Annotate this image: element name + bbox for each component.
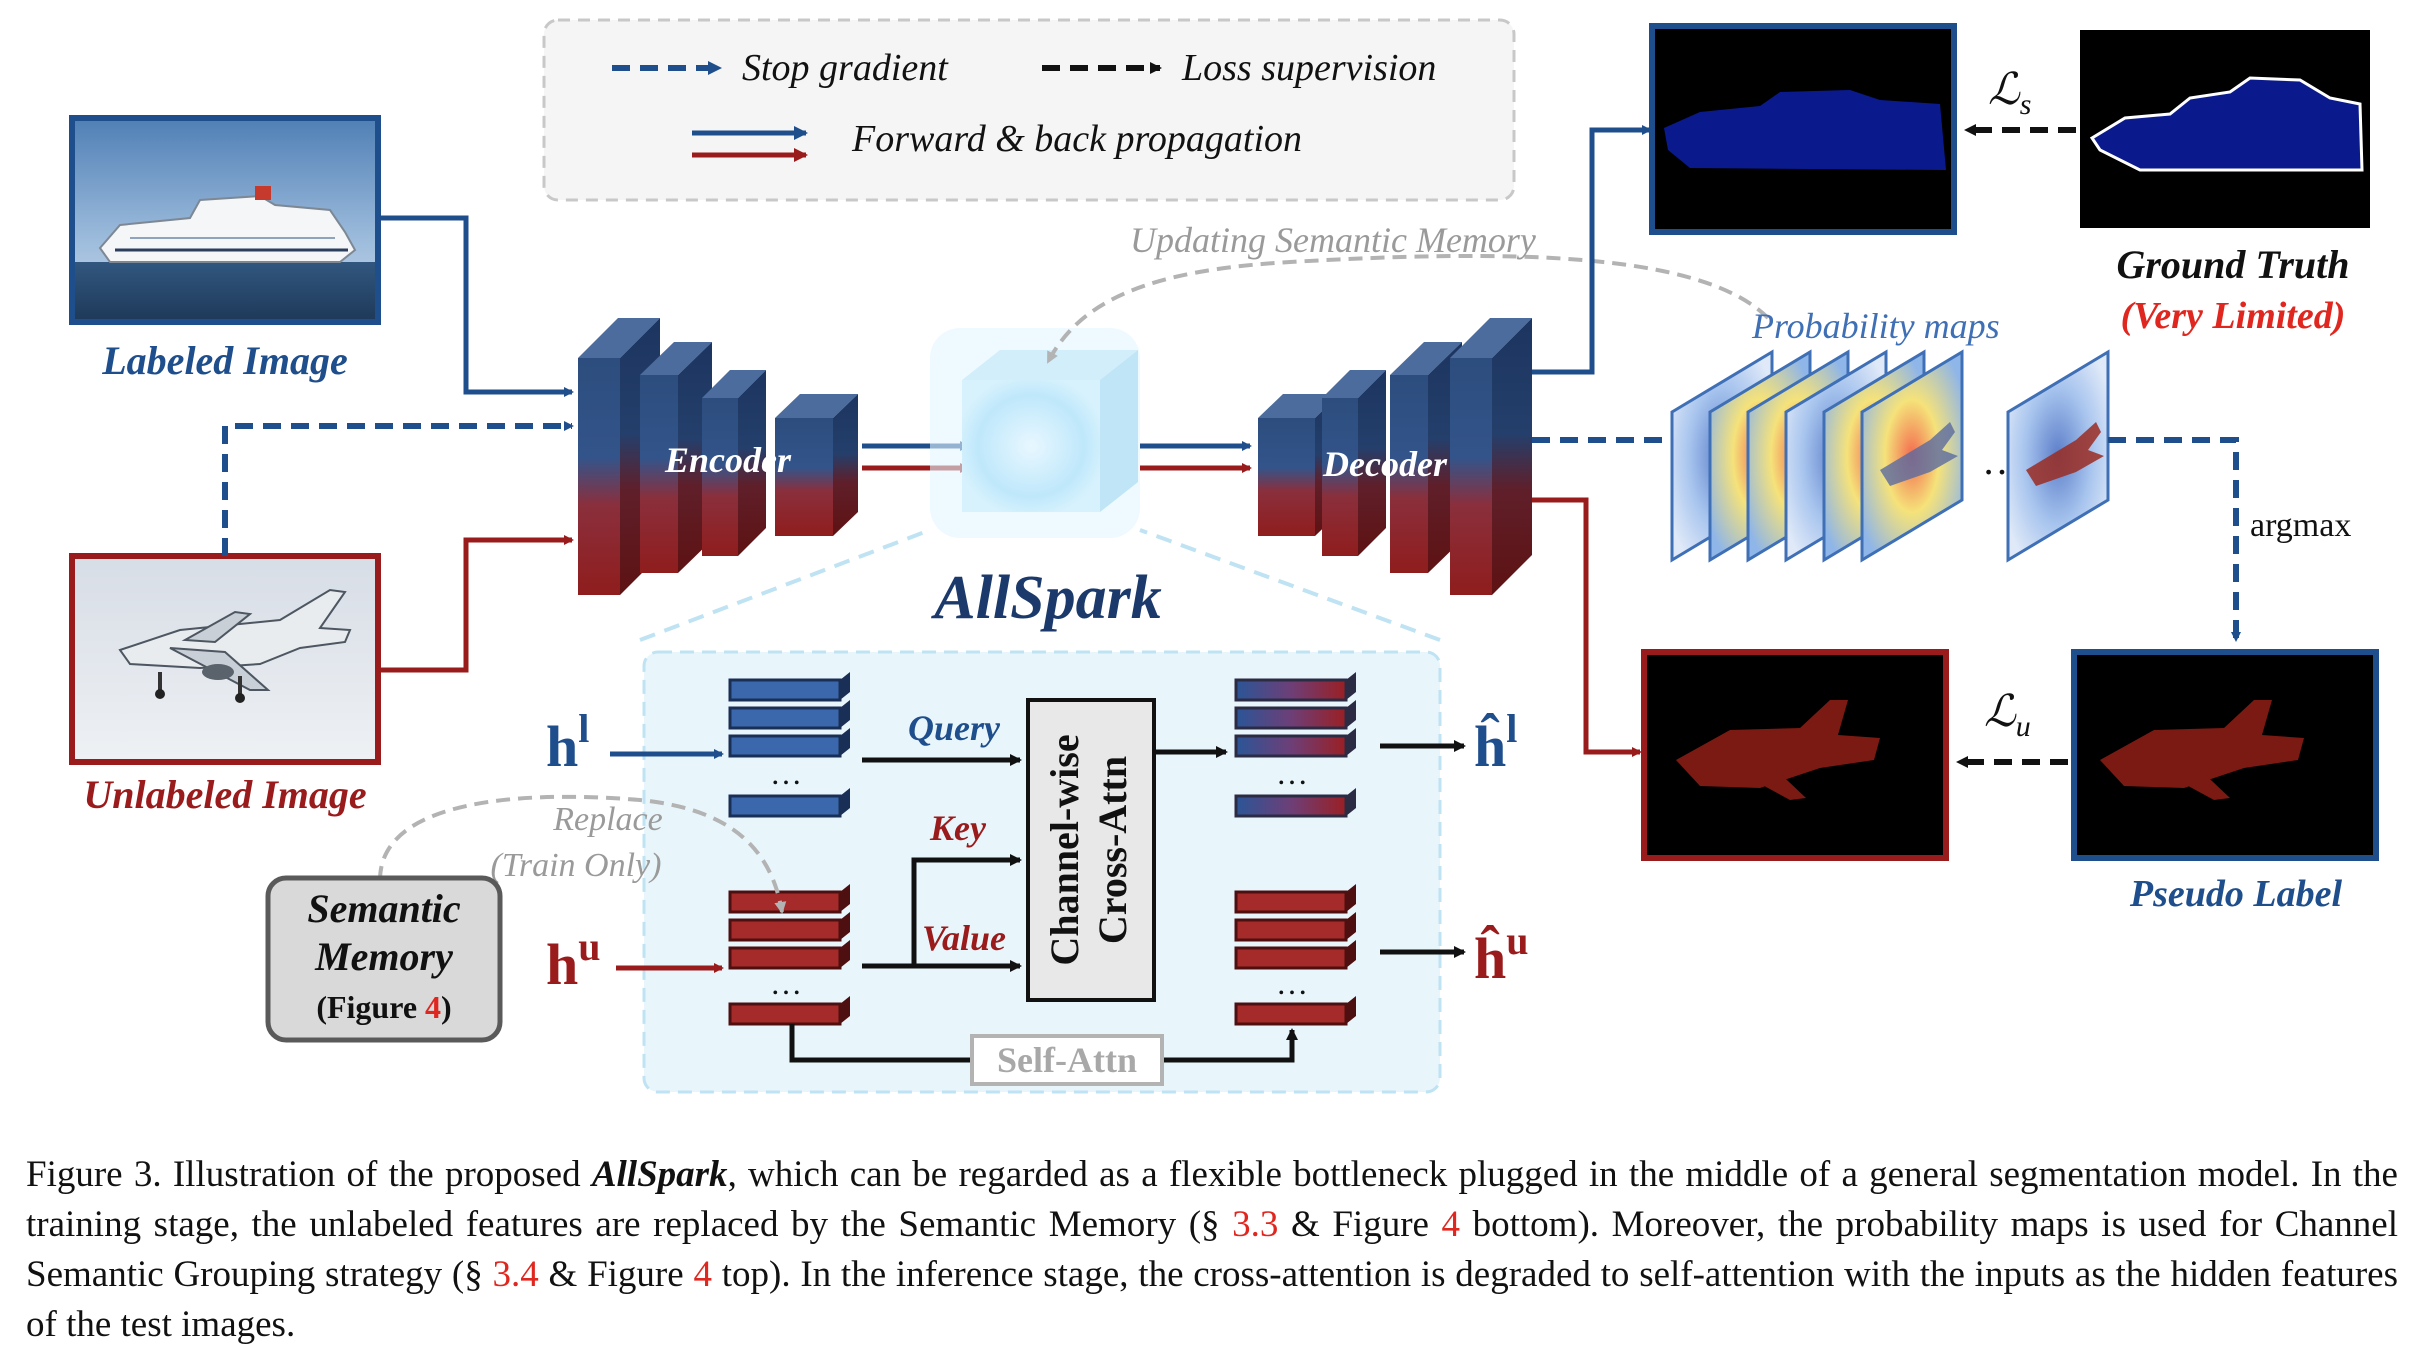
caption-part3: & Figure	[1278, 1204, 1442, 1245]
train-only-label: (Train Only)	[491, 847, 662, 884]
loss-u-symbol: ℒu	[1984, 687, 2031, 743]
probmaps-to-pseudo-arrow	[2108, 437, 2241, 642]
self-attn-label: Self-Attn	[997, 1040, 1137, 1080]
argmax-label: argmax	[2250, 507, 2351, 544]
decoder-to-labeled-pred-arrow	[1532, 125, 1652, 375]
pseudo-label-label: Pseudo Label	[2129, 873, 2343, 915]
value-label: Value	[922, 918, 1006, 958]
probability-maps: …	[1670, 349, 2110, 563]
legend-stop-gradient: Stop gradient	[742, 47, 949, 89]
probability-maps-label: Probability maps	[1751, 306, 2000, 346]
hhat-l-label: ĥl	[1474, 706, 1517, 779]
output-unlabeled-stack: …	[1234, 884, 1356, 1026]
memory-line3: (Figure 4)	[316, 989, 451, 1025]
legend-loss-supervision: Loss supervision	[1181, 47, 1436, 89]
self-attn-box	[970, 1034, 1164, 1086]
pseudo-label-image	[2071, 649, 2379, 861]
stop-gradient-to-encoder-arrow	[222, 421, 574, 556]
labeled-image	[69, 115, 381, 325]
key-arrow	[862, 854, 1022, 969]
memory-line2: Memory	[314, 934, 453, 979]
detail-connector-right	[1139, 528, 1441, 642]
output-labeled-stack: …	[1234, 672, 1356, 818]
replace-arrow	[378, 794, 787, 914]
unlabeled-stack-ellipsis: …	[770, 965, 802, 1001]
legend-forward-back: Forward & back propagation	[851, 118, 1302, 160]
caption-ref-3-3[interactable]: 3.3	[1232, 1204, 1279, 1245]
allspark-title: AllSpark	[930, 564, 1161, 632]
labeled-stack-ellipsis: …	[770, 755, 802, 791]
loss-s-symbol: ℒs	[1988, 65, 2031, 121]
figure-caption: Figure 3. Illustration of the proposed A…	[26, 1150, 2398, 1350]
ground-truth-label: Ground Truth	[2116, 242, 2349, 287]
legend-box: Stop gradient Loss supervision Forward &…	[542, 18, 1516, 202]
caption-ref-figure4-b[interactable]: 4	[693, 1254, 712, 1295]
cross-attn-line2: Cross-Attn	[1090, 756, 1135, 944]
replace-label: Replace	[552, 801, 663, 838]
labeled-feature-stack: …	[728, 672, 850, 818]
labeled-image-label: Labeled Image	[101, 338, 348, 383]
caption-part1: Figure 3. Illustration of the proposed	[26, 1154, 592, 1195]
cross-attn-box: Channel-wise Cross-Attn	[1026, 698, 1156, 1002]
caption-ref-figure4-a[interactable]: 4	[1441, 1204, 1461, 1245]
labeled-to-encoder-arrow	[378, 215, 574, 397]
decoder-label: Decoder	[1322, 444, 1448, 484]
decoder-to-unlabeled-pred-arrow	[1532, 497, 1642, 757]
output-unlabeled-ellipsis: …	[1276, 965, 1308, 1001]
updating-memory-arrow	[1046, 253, 1770, 364]
very-limited-label: (Very Limited)	[2121, 295, 2346, 337]
decoder-block	[1258, 318, 1532, 595]
unlabeled-prediction	[1641, 649, 1949, 861]
unlabeled-image	[69, 553, 381, 765]
h-u-label: hu	[546, 924, 601, 997]
hhat-u-label: ĥu	[1474, 918, 1529, 991]
output-labeled-ellipsis: …	[1276, 755, 1308, 791]
h-l-label: hl	[546, 706, 589, 779]
caption-part4: bottom). Moreover, the probability maps …	[26, 1204, 2398, 1295]
caption-part5: & Figure	[538, 1254, 694, 1295]
memory-line1: Semantic	[307, 886, 461, 931]
key-label: Key	[929, 808, 987, 848]
ground-truth-image	[2080, 30, 2370, 228]
updating-memory-label: Updating Semantic Memory	[1130, 220, 1536, 260]
semantic-memory-box: Semantic Memory (Figure 4)	[265, 875, 503, 1043]
caption-ref-3-4[interactable]: 3.4	[492, 1254, 539, 1295]
encoder-block	[578, 318, 858, 595]
caption-part6: top). In the inference stage, the cross-…	[26, 1254, 2398, 1345]
labeled-prediction	[1649, 23, 1957, 235]
query-label: Query	[908, 708, 1001, 748]
unlabeled-image-label: Unlabeled Image	[83, 772, 366, 817]
unlabeled-feature-stack: …	[728, 884, 850, 1026]
allspark-cube	[930, 328, 1140, 538]
encoder-label: Encoder	[664, 440, 792, 480]
cross-attn-line1: Channel-wise	[1042, 734, 1087, 965]
caption-part2: , which can be regarded as a flexible bo…	[26, 1154, 2398, 1245]
unlabeled-to-encoder-arrow	[378, 535, 574, 673]
diagram-svg: Stop gradient Loss supervision Forward &…	[69, 18, 2379, 1094]
caption-allspark: AllSpark	[591, 1154, 728, 1195]
